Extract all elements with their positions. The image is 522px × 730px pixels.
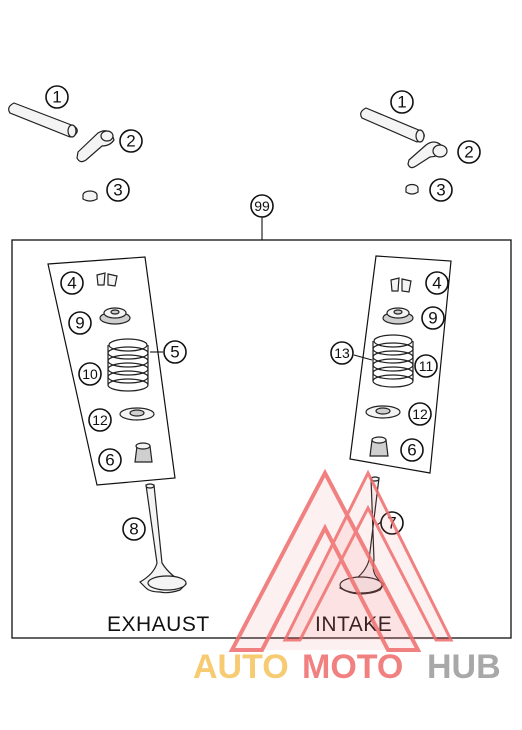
callout-4-right: 4 <box>425 271 449 295</box>
callout-13: 13 <box>330 341 354 365</box>
callout-8: 8 <box>122 517 146 541</box>
svg-text:1: 1 <box>397 93 406 112</box>
svg-text:6: 6 <box>407 441 416 460</box>
spring-retainer-left <box>99 307 131 325</box>
callout-12-left: 12 <box>88 408 112 432</box>
exhaust-valve <box>139 483 188 594</box>
watermark-auto: AUTO <box>193 648 289 686</box>
rocker-shaft-left <box>8 102 78 138</box>
callout-2-right: 2 <box>457 140 481 164</box>
exhaust-parts-panel <box>47 256 176 486</box>
svg-text:5: 5 <box>170 343 179 362</box>
exhaust-label: EXHAUST <box>107 613 210 636</box>
svg-text:3: 3 <box>113 181 122 200</box>
svg-text:3: 3 <box>436 181 445 200</box>
callout-10: 10 <box>78 362 102 386</box>
valve-stem-seal-right <box>369 436 389 457</box>
valve-stem-seal-left <box>134 442 153 463</box>
rocker-arm-left <box>76 130 115 163</box>
spring-retainer-right <box>382 307 414 325</box>
svg-text:12: 12 <box>92 412 108 428</box>
callout-6-left: 6 <box>98 448 122 472</box>
svg-text:6: 6 <box>105 451 114 470</box>
callout-3-left: 3 <box>106 178 130 202</box>
callout-12-right: 12 <box>408 402 432 426</box>
svg-text:99: 99 <box>254 198 270 214</box>
callout-2-left: 2 <box>119 129 143 153</box>
callout-5: 5 <box>163 340 187 364</box>
callout-11: 11 <box>414 354 438 378</box>
svg-text:9: 9 <box>75 314 84 333</box>
adjuster-nut-left <box>82 190 98 202</box>
svg-text:2: 2 <box>126 132 135 151</box>
spring-seat-left <box>119 407 155 421</box>
callout-3-right: 3 <box>429 178 453 202</box>
watermark-moto: MOTO <box>302 648 403 686</box>
svg-text:12: 12 <box>412 406 428 422</box>
callout-9-left: 9 <box>68 311 92 335</box>
svg-text:8: 8 <box>129 520 138 539</box>
svg-text:4: 4 <box>67 274 76 293</box>
svg-text:9: 9 <box>428 309 437 328</box>
callout-6-right: 6 <box>400 438 424 462</box>
callout-1-left: 1 <box>45 85 69 109</box>
valve-spring-left <box>107 338 149 392</box>
svg-text:1: 1 <box>52 88 61 107</box>
svg-text:10: 10 <box>82 366 98 382</box>
callout-4-left: 4 <box>60 271 84 295</box>
valve-keepers-right <box>390 277 412 293</box>
valve-spring-right <box>372 334 414 388</box>
intake-parts-panel <box>349 255 452 474</box>
rocker-shaft-right <box>360 107 425 143</box>
watermark-hub: HUB <box>427 648 501 686</box>
callout-99: 99 <box>250 194 274 218</box>
callout-1-right: 1 <box>390 90 414 114</box>
svg-text:13: 13 <box>334 345 350 361</box>
svg-text:4: 4 <box>432 274 441 293</box>
rocker-arm-right <box>407 141 448 169</box>
watermark-logo: AUTO MOTO HUB <box>193 468 501 686</box>
svg-text:11: 11 <box>419 358 434 374</box>
callout-9-right: 9 <box>421 306 445 330</box>
valve-keepers-left <box>96 272 118 287</box>
adjuster-nut-right <box>405 183 419 195</box>
spring-seat-right <box>365 405 401 419</box>
svg-text:2: 2 <box>464 143 473 162</box>
